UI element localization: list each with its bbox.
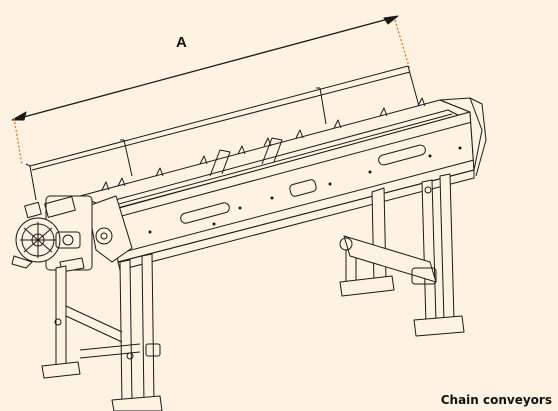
chain-dogs (101, 97, 426, 191)
dimension-extension-right (394, 19, 411, 71)
top-guide-rails (25, 65, 421, 201)
dimension-a (11, 15, 411, 166)
drive-head (11, 195, 133, 273)
support-legs (41, 173, 465, 411)
dimension-label: A (176, 34, 187, 51)
rivets (148, 146, 462, 234)
dimension-extension-left (13, 117, 23, 166)
conveyor-beam (79, 97, 487, 271)
figure-caption: Chain conveyors (440, 393, 552, 407)
